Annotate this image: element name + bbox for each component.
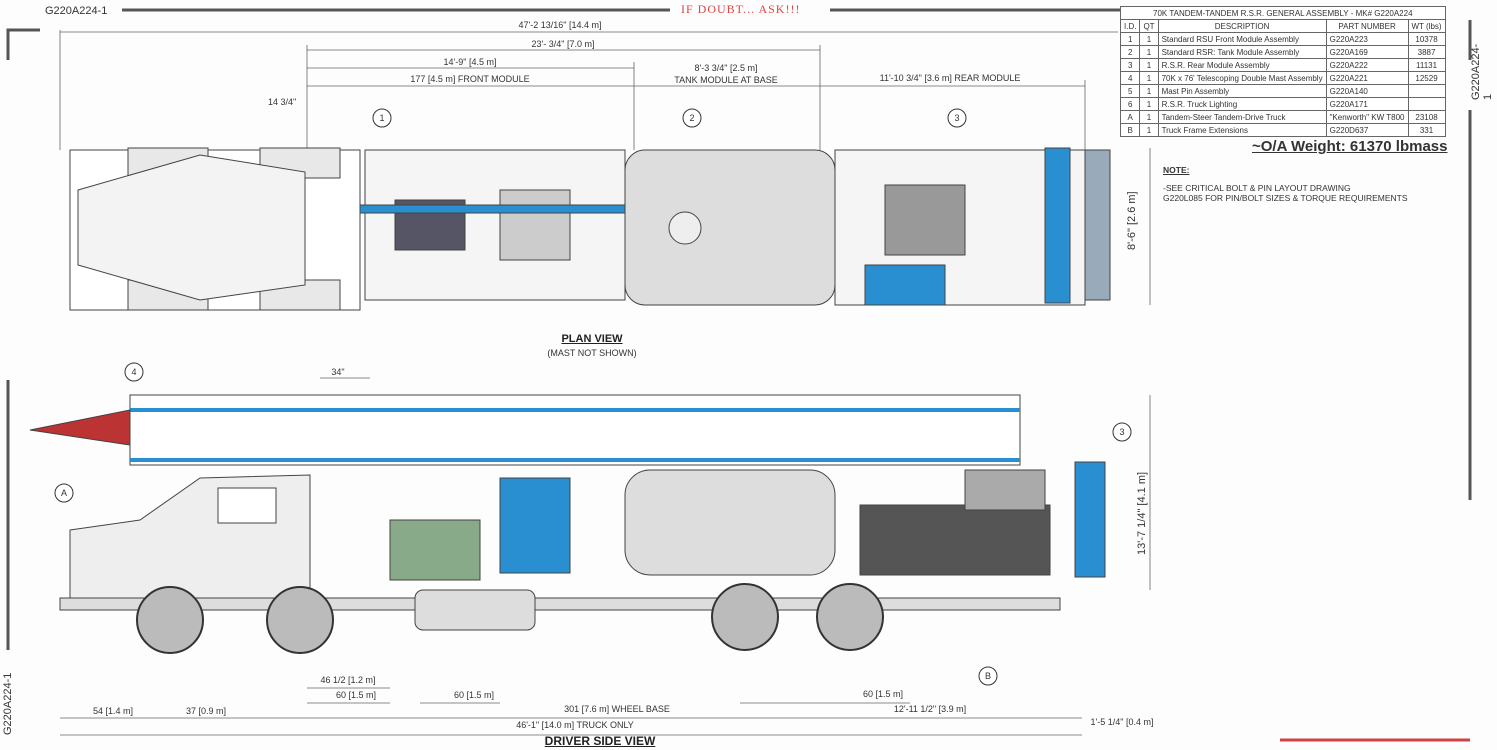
bom-cell: 70K x 76' Telescoping Double Mast Assemb… [1157, 71, 1327, 85]
bom-title: 70K TANDEM-TANDEM R.S.R. GENERAL ASSEMBL… [1120, 6, 1446, 20]
dim-14-3-4: 14 3/4" [268, 97, 297, 107]
warning-banner: IF DOUBT... ASK!!! [681, 2, 801, 16]
bom-cell: G220A223 [1325, 32, 1409, 46]
callout-4: 4 [131, 367, 137, 377]
bom-cell: G220A221 [1325, 71, 1409, 85]
bom-cell: R.S.R. Truck Lighting [1157, 97, 1327, 111]
bom-cell: Truck Frame Extensions [1157, 123, 1327, 137]
side-drawing-id: G220A224-1 [1470, 43, 1494, 100]
bill-of-materials: 70K TANDEM-TANDEM R.S.R. GENERAL ASSEMBL… [1119, 6, 1446, 137]
left-drawing-id: G220A224-1 [2, 672, 14, 735]
dim-width: 8'-6" [2.6 m] [1126, 191, 1138, 250]
bom-cell: Standard RSR: Tank Module Assembly [1157, 45, 1327, 59]
drawing-id: G220A224-1 [45, 5, 108, 17]
dim-23ft: 23'- 3/4" [7.0 m] [531, 39, 595, 49]
dim-front-module: 177 [4.5 m] FRONT MODULE [410, 74, 530, 84]
bom-cell: Mast Pin Assembly [1157, 84, 1327, 98]
plan-view-title: PLAN VIEW [561, 333, 623, 345]
note-line: -SEE CRITICAL BOLT & PIN LAYOUT DRAWING [1163, 183, 1351, 193]
callout-b: B [984, 671, 992, 681]
dim-rear-module: 11'-10 3/4" [3.6 m] REAR MODULE [879, 73, 1021, 83]
dim-14ft: 14'-9" [4.5 m] [443, 57, 497, 67]
bom-cell: 2 [1119, 45, 1141, 59]
bom-column-header: WT (lbs) [1407, 19, 1446, 33]
bom-cell: B [1119, 123, 1141, 137]
callout-2: 2 [689, 113, 695, 123]
bom-column-header: DESCRIPTION [1157, 19, 1327, 33]
bom-cell: 1 [1139, 110, 1159, 124]
bom-cell: G220A171 [1325, 97, 1409, 111]
bom-cell: G220A169 [1325, 45, 1409, 59]
bom-cell: Tandem-Steer Tandem-Drive Truck [1157, 110, 1327, 124]
bom-cell: 10378 [1407, 32, 1446, 46]
bom-cell: 1 [1139, 123, 1159, 137]
bom-cell: A [1119, 110, 1141, 124]
overall-weight: ~O/A Weight: 61370 lbmass [1252, 138, 1448, 155]
bom-cell: G220D637 [1325, 123, 1409, 137]
bom-cell: Standard RSU Front Module Assembly [1157, 32, 1327, 46]
dim-tank-label: TANK MODULE AT BASE [674, 75, 778, 85]
bom-cell: 1 [1139, 58, 1159, 72]
bom-cell [1407, 84, 1446, 98]
dim-60b: 60 [1.5 m] [453, 690, 495, 700]
bom-cell: 1 [1139, 97, 1159, 111]
bom-cell: 1 [1139, 45, 1159, 59]
bom-cell: 331 [1407, 123, 1446, 137]
bom-cell: 3887 [1407, 45, 1446, 59]
callout-3-side: 3 [1119, 427, 1125, 437]
note-line: G220L085 FOR PIN/BOLT SIZES & TORQUE REQ… [1163, 193, 1408, 203]
dim-tank: 8'-3 3/4" [2.5 m] [694, 63, 758, 73]
dim-1ft5: 1'-5 1/4" [0.4 m] [1090, 717, 1154, 727]
bom-column-header: PART NUMBER [1325, 19, 1409, 33]
plan-view-subtitle: (MAST NOT SHOWN) [547, 348, 637, 358]
bom-column-header: QT [1139, 19, 1159, 33]
callout-1: 1 [379, 113, 385, 123]
bom-cell: 1 [1139, 71, 1159, 85]
bom-cell: 23108 [1407, 110, 1446, 124]
dim-54: 54 [1.4 m] [92, 706, 134, 716]
bom-cell: 11131 [1407, 58, 1446, 72]
dim-34: 34" [331, 367, 345, 377]
dim-wheelbase: 301 [7.6 m] WHEEL BASE [564, 704, 670, 714]
dim-overall: 47'-2 13/16" [14.4 m] [518, 20, 602, 30]
dim-37: 37 [0.9 m] [185, 706, 227, 716]
bom-cell: 3 [1119, 58, 1141, 72]
dim-60a: 60 [1.5 m] [335, 690, 377, 700]
bom-cell: 4 [1119, 71, 1141, 85]
dim-truck-only: 46'-1" [14.0 m] TRUCK ONLY [516, 720, 634, 730]
callout-a: A [60, 488, 68, 498]
bom-cell: G220A222 [1325, 58, 1409, 72]
side-view-title: DRIVER SIDE VIEW [544, 734, 656, 748]
callout-3: 3 [954, 113, 960, 123]
bom-cell: 1 [1139, 32, 1159, 46]
dim-46: 46 1/2 [1.2 m] [320, 675, 376, 685]
note: NOTE: -SEE CRITICAL BOLT & PIN LAYOUT DR… [1163, 165, 1408, 203]
dim-12ft: 12'-11 1/2" [3.9 m] [893, 704, 967, 714]
bom-cell: R.S.R. Rear Module Assembly [1157, 58, 1327, 72]
bom-column-header: I.D. [1119, 19, 1141, 33]
bom-cell [1407, 97, 1446, 111]
bom-cell: 12529 [1407, 71, 1446, 85]
dim-height: 13'-7 1/4" [4.1 m] [1136, 471, 1148, 555]
bom-cell: 1 [1119, 32, 1141, 46]
bom-cell: 1 [1139, 84, 1159, 98]
note-title: NOTE: [1163, 165, 1190, 175]
bom-cell: 6 [1119, 97, 1141, 111]
dim-60c: 60 [1.5 m] [862, 689, 904, 699]
bom-cell: 5 [1119, 84, 1141, 98]
bom-cell: G220A140 [1325, 84, 1409, 98]
bom-cell: "Kenworth" KW T800 [1325, 110, 1409, 124]
